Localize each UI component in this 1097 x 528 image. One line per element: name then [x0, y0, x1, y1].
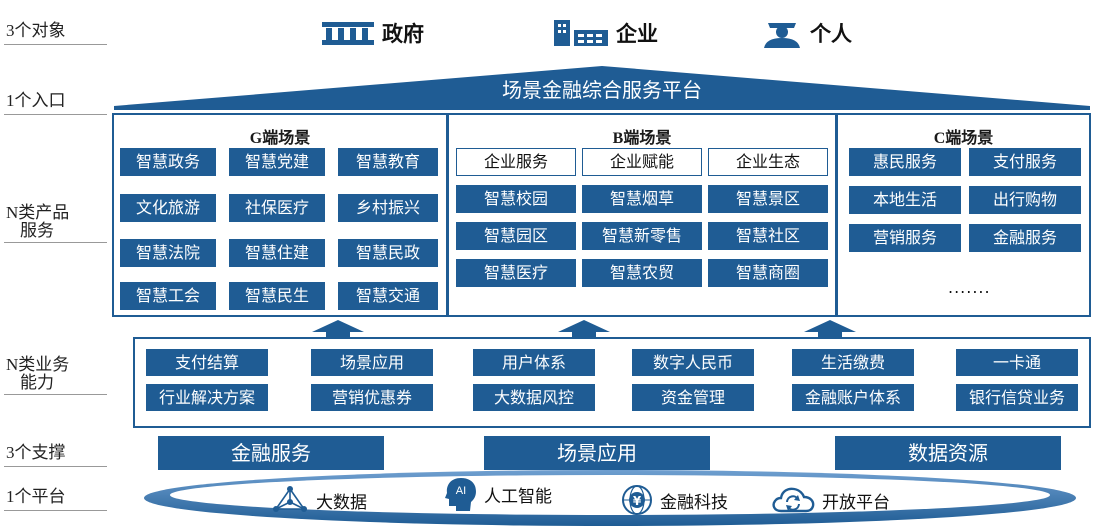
row-label-entrance: 1个入口 [6, 91, 66, 110]
enterprise-building-icon [554, 20, 608, 46]
capability-tile[interactable]: 银行信贷业务 [956, 384, 1078, 411]
platform-item-ai: AI 人工智能 [444, 478, 552, 511]
support-data[interactable]: 数据资源 [835, 436, 1061, 470]
row-label-business-2: 能力 [20, 373, 54, 392]
c-scene-panel [836, 113, 1091, 317]
b-scene-tile[interactable]: 智慧景区 [708, 185, 828, 213]
support-scenario[interactable]: 场景应用 [484, 436, 710, 470]
g-scene-tile[interactable]: 智慧民政 [338, 239, 438, 267]
row-label-platform: 1个平台 [6, 487, 66, 506]
c-scene-tile[interactable]: 惠民服务 [849, 148, 961, 176]
c-scene-tile[interactable]: 本地生活 [849, 186, 961, 214]
c-scene-tile[interactable]: 金融服务 [969, 224, 1081, 252]
capability-tile[interactable]: 行业解决方案 [146, 384, 268, 411]
capability-tile[interactable]: 金融账户体系 [792, 384, 914, 411]
divider [4, 466, 107, 467]
capability-tile[interactable]: 数字人民币 [632, 349, 754, 376]
capability-tile[interactable]: 资金管理 [632, 384, 754, 411]
divider [4, 394, 107, 395]
big-data-network-icon [273, 486, 307, 512]
c-scene-tile[interactable]: 支付服务 [969, 148, 1081, 176]
platform-item-label: 大数据 [316, 492, 367, 513]
divider [4, 44, 107, 45]
b-scene-tile[interactable]: 智慧园区 [456, 222, 576, 250]
b-scene-tile[interactable]: 智慧社区 [708, 222, 828, 250]
c-scene-tile[interactable]: 出行购物 [969, 186, 1081, 214]
capability-tile[interactable]: 营销优惠券 [311, 384, 433, 411]
row-label-products-1: N类产品 [6, 203, 70, 222]
g-scene-tile[interactable]: 智慧交通 [338, 282, 438, 310]
svg-text:AI: AI [456, 485, 466, 497]
support-finance[interactable]: 金融服务 [158, 436, 384, 470]
platform-item-label: 人工智能 [484, 486, 552, 507]
g-scene-tile[interactable]: 乡村振兴 [338, 194, 438, 222]
object-person: 个人 [760, 16, 852, 50]
g-scene-tile[interactable]: 智慧政务 [120, 148, 216, 176]
object-enterprise: 企业 [552, 16, 658, 50]
row-label-objects: 3个对象 [6, 21, 66, 40]
capability-tile[interactable]: 支付结算 [146, 349, 268, 376]
c-scene-ellipsis: ....... [948, 278, 991, 297]
ai-head-icon: AI [445, 478, 476, 511]
b-scene-tile[interactable]: 智慧烟草 [582, 185, 702, 213]
entrance-roof [114, 66, 1090, 110]
object-government: 政府 [320, 16, 424, 50]
capability-tile[interactable]: 生活缴费 [792, 349, 914, 376]
g-scene-tile[interactable]: 智慧党建 [229, 148, 325, 176]
g-scene-tile[interactable]: 智慧法院 [120, 239, 216, 267]
capability-tile[interactable]: 场景应用 [311, 349, 433, 376]
platform-item-label: 开放平台 [822, 492, 890, 513]
g-scene-tile[interactable]: 社保医疗 [229, 194, 325, 222]
divider [4, 242, 107, 243]
b-scene-header-tile[interactable]: 企业生态 [708, 148, 828, 176]
capability-tile[interactable]: 大数据风控 [473, 384, 595, 411]
object-label: 政府 [382, 22, 424, 46]
object-label: 个人 [810, 22, 852, 46]
g-scene-tile[interactable]: 智慧教育 [338, 148, 438, 176]
b-scene-tile[interactable]: 智慧医疗 [456, 259, 576, 287]
c-scene-title: C端场景 [933, 130, 994, 147]
b-scene-header-tile[interactable]: 企业服务 [456, 148, 576, 176]
object-label: 企业 [616, 22, 658, 46]
g-scene-title: G端场景 [249, 130, 311, 147]
business-capabilities-panel [133, 337, 1091, 428]
yen-globe-icon: ¥ [622, 485, 652, 515]
entrance-label: 场景金融综合服务平台 [502, 78, 702, 102]
platform-base [144, 470, 1076, 526]
g-scene-tile[interactable]: 智慧民生 [229, 282, 325, 310]
platform-item-fintech: ¥ 金融科技 [620, 485, 728, 515]
row-label-products-2: 服务 [20, 221, 54, 240]
row-label-business-1: N类业务 [6, 355, 70, 374]
g-scene-tile[interactable]: 文化旅游 [120, 194, 216, 222]
cloud-sync-icon [772, 487, 815, 513]
capability-tile[interactable]: 用户体系 [473, 349, 595, 376]
g-scene-tile[interactable]: 智慧住建 [229, 239, 325, 267]
b-scene-tile[interactable]: 智慧新零售 [582, 222, 702, 250]
up-arrow-icon [558, 320, 610, 342]
b-scene-tile[interactable]: 智慧商圈 [708, 259, 828, 287]
capability-tile[interactable]: 一卡通 [956, 349, 1078, 376]
platform-item-big-data: 大数据 [270, 486, 367, 514]
platform-item-open-platform: 开放平台 [770, 486, 890, 514]
b-scene-tile[interactable]: 智慧校园 [456, 185, 576, 213]
svg-text:¥: ¥ [633, 494, 642, 508]
platform-item-label: 金融科技 [660, 492, 728, 513]
up-arrow-icon [312, 320, 364, 342]
divider [4, 114, 107, 115]
g-scene-tile[interactable]: 智慧工会 [120, 282, 216, 310]
c-scene-tile[interactable]: 营销服务 [849, 224, 961, 252]
b-scene-tile[interactable]: 智慧农贸 [582, 259, 702, 287]
government-building-icon [322, 22, 374, 45]
divider [4, 510, 107, 511]
b-scene-title: B端场景 [612, 130, 672, 147]
row-label-support: 3个支撑 [6, 443, 66, 462]
b-scene-header-tile[interactable]: 企业赋能 [582, 148, 702, 176]
person-icon [764, 23, 800, 48]
up-arrow-icon [804, 320, 856, 342]
